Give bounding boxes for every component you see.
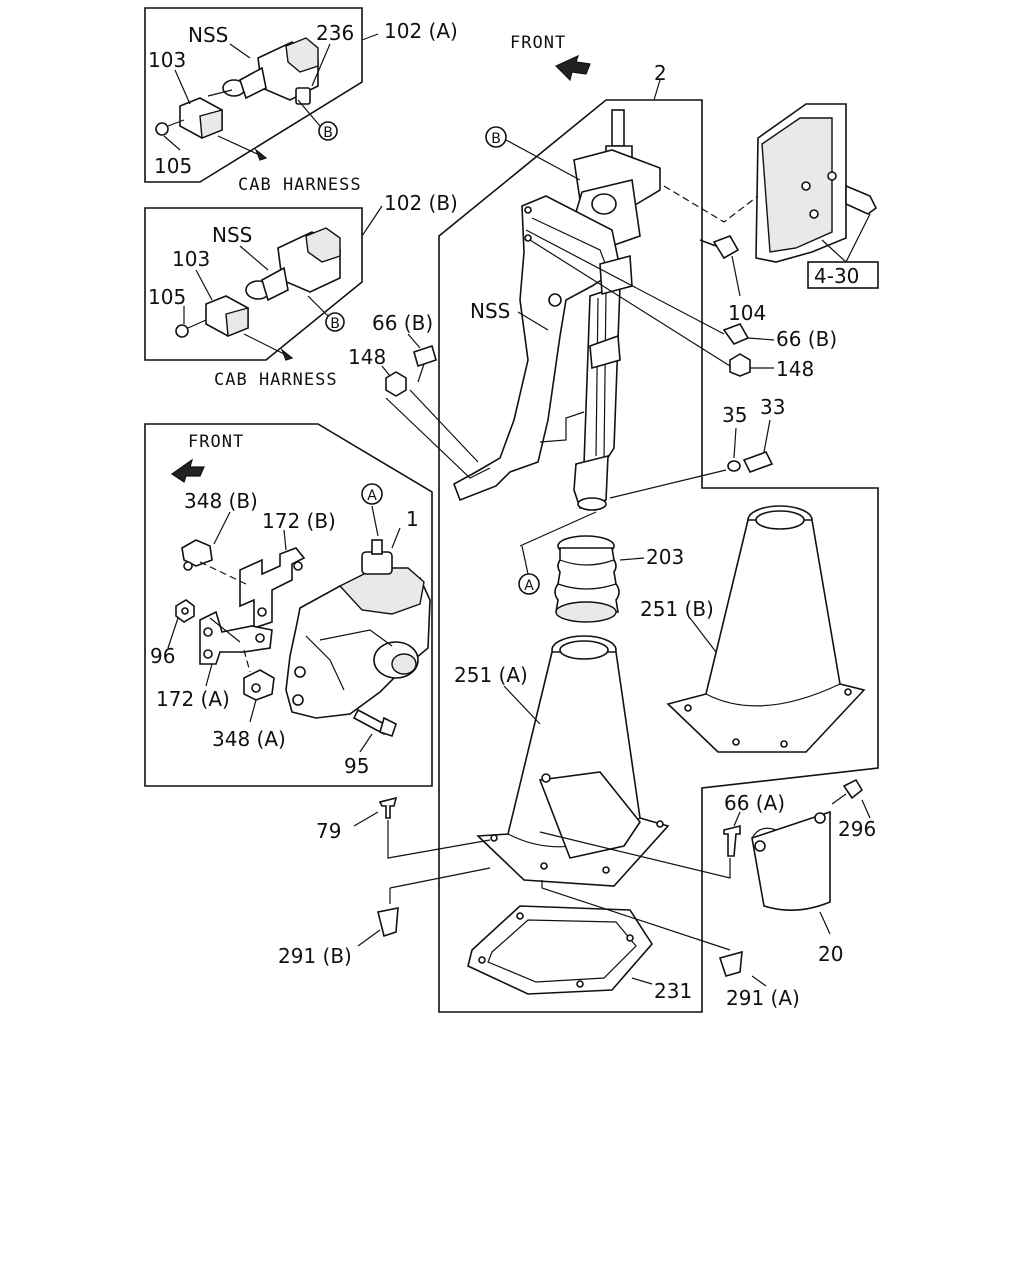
ref-b-a: B <box>323 125 333 141</box>
inset-102a: NSS 236 102 (A) 103 105 B CAB HARNESS <box>144 7 458 195</box>
label-66b-left: 66 (B) <box>372 311 433 335</box>
bellows-203 <box>554 535 620 623</box>
label-348a: 348 (A) <box>212 727 286 751</box>
label-231: 231 <box>654 979 692 1003</box>
cover-plate-4-30 <box>755 103 878 263</box>
shift-lever-2 <box>453 109 661 511</box>
label-66a: 66 (A) <box>724 791 785 815</box>
label-79: 79 <box>316 819 341 843</box>
main-assembly: FRONT 2 <box>278 33 879 1013</box>
front-arrow-icon <box>170 458 205 483</box>
bolt-105-b <box>175 319 207 338</box>
clip-291b <box>377 907 399 938</box>
label-172b: 172 (B) <box>262 509 336 533</box>
label-203: 203 <box>646 545 684 569</box>
label-front-main: FRONT <box>510 33 566 53</box>
nut-96 <box>175 599 195 623</box>
clip-348b <box>181 539 213 571</box>
label-1: 1 <box>406 507 419 531</box>
bolt-66b-upper <box>722 323 750 345</box>
lever-housing-1 <box>285 539 431 719</box>
nut-148-upper <box>729 353 751 377</box>
label-291a: 291 (A) <box>726 986 800 1010</box>
label-cab-harness-b: CAB HARNESS <box>214 370 338 390</box>
bolt-296 <box>831 778 864 805</box>
label-148-upper: 148 <box>776 357 814 381</box>
label-nss-a: NSS <box>188 23 228 47</box>
label-66b-upper: 66 (B) <box>776 327 837 351</box>
label-102b: 102 (B) <box>384 191 458 215</box>
label-nss-b: NSS <box>212 223 252 247</box>
label-251a: 251 (A) <box>454 663 528 687</box>
label-104: 104 <box>728 301 766 325</box>
label-236: 236 <box>316 21 354 45</box>
label-35: 35 <box>722 403 747 427</box>
label-296: 296 <box>838 817 876 841</box>
bolt-104 <box>699 235 740 260</box>
clip-348a <box>243 669 275 701</box>
bolt-66b-left <box>413 344 437 383</box>
inset-lever-housing: FRONT 348 (B) 172 (B) A 1 96 172 (A) 348… <box>144 423 433 787</box>
ref-b-main: B <box>491 131 501 147</box>
inset-102b: 102 (B) NSS 103 105 B CAB HARNESS <box>144 191 458 390</box>
screw-79 <box>378 796 398 819</box>
label-105-b: 105 <box>148 285 186 309</box>
screw-66a <box>723 824 741 857</box>
boot-251a <box>476 635 670 887</box>
cover-20 <box>751 810 831 911</box>
label-cab-harness-a: CAB HARNESS <box>238 175 362 195</box>
label-103-b: 103 <box>172 247 210 271</box>
label-102a: 102 (A) <box>384 19 458 43</box>
bracket-172b <box>239 547 306 630</box>
connector-103-b <box>205 295 249 337</box>
bolt-105-a <box>155 119 185 136</box>
clip-291a <box>718 950 743 977</box>
connector-103-a <box>179 97 223 139</box>
label-348b: 348 (B) <box>184 489 258 513</box>
washer-35 <box>727 460 741 472</box>
neutral-safety-switch-b <box>245 227 341 302</box>
nut-148-left <box>385 371 407 397</box>
bolt-95 <box>352 708 397 738</box>
label-148-left: 148 <box>348 345 386 369</box>
label-103-a: 103 <box>148 48 186 72</box>
label-33: 33 <box>760 395 785 419</box>
label-172a: 172 (A) <box>156 687 230 711</box>
ref-a-inset: A <box>367 488 377 504</box>
label-291b: 291 (B) <box>278 944 352 968</box>
label-96: 96 <box>150 644 175 668</box>
boot-251b <box>666 505 866 753</box>
label-4-30: 4-30 <box>814 264 859 288</box>
front-arrow-main-icon <box>554 54 591 82</box>
ref-b-b: B <box>330 316 340 332</box>
label-front-inset: FRONT <box>188 432 244 452</box>
label-20: 20 <box>818 942 843 966</box>
neutral-safety-switch-a <box>207 37 319 105</box>
bolt-33 <box>742 451 774 473</box>
label-105-a: 105 <box>154 154 192 178</box>
gasket-plate-231 <box>467 905 653 995</box>
label-2: 2 <box>654 61 667 85</box>
label-nss-main: NSS <box>470 299 510 323</box>
ref-a-main: A <box>524 578 534 594</box>
label-251b: 251 (B) <box>640 597 714 621</box>
label-95: 95 <box>344 754 369 778</box>
ref-box-4-30 <box>807 261 879 289</box>
